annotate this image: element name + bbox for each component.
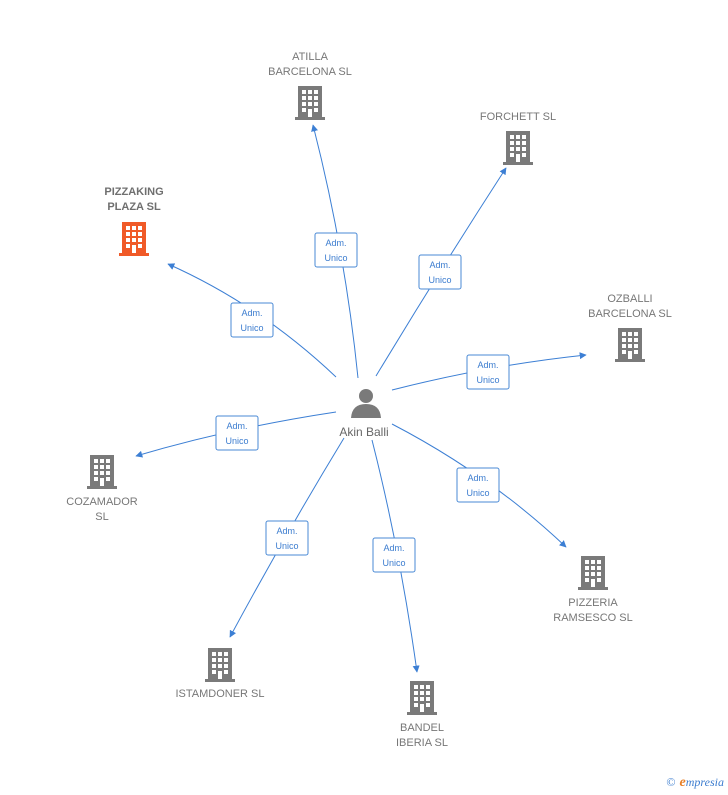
relation-text: Unico [275, 541, 298, 551]
footer-brand[interactable]: ©empresia [666, 775, 724, 791]
building-icon[interactable] [503, 131, 533, 165]
relation-text: Adm. [325, 238, 346, 248]
building-icon[interactable] [407, 681, 437, 715]
company-label-istamdoner[interactable]: ISTAMDONER SL [175, 688, 264, 700]
relation-text: Adm. [477, 360, 498, 370]
relation-text: Unico [466, 488, 489, 498]
relation-label-istamdoner[interactable]: Adm. Unico [265, 520, 309, 556]
relation-label-pizzeria[interactable]: Adm. Unico [456, 467, 500, 503]
building-icon[interactable] [615, 328, 645, 362]
building-icon[interactable] [119, 222, 149, 256]
person-icon[interactable] [351, 389, 381, 418]
relation-label-cozamador[interactable]: Adm. Unico [215, 415, 259, 451]
relation-text: Adm. [467, 473, 488, 483]
brand-initial: e [679, 775, 686, 790]
brand-name: mpresia [685, 775, 724, 789]
relation-text: Unico [382, 558, 405, 568]
relation-text: Unico [225, 436, 248, 446]
relation-label-ozballi[interactable]: Adm. Unico [466, 354, 510, 390]
relation-text: Adm. [226, 421, 247, 431]
copyright-icon: © [666, 775, 676, 789]
relation-label-bandel[interactable]: Adm. Unico [372, 537, 416, 573]
relation-label-atilla[interactable]: Adm. Unico [314, 232, 358, 268]
company-label-forchett[interactable]: FORCHETT SL [480, 111, 556, 123]
person-name[interactable]: Akin Balli [339, 425, 388, 439]
relation-text: Unico [428, 275, 451, 285]
relation-text: Unico [476, 375, 499, 385]
relations-layer: Adm.UnicoAdm.UnicoAdm.UnicoAdm.UnicoAdm.… [215, 232, 510, 573]
building-icon[interactable] [578, 556, 608, 590]
relation-text: Unico [240, 323, 263, 333]
relation-text: Adm. [383, 543, 404, 553]
relation-text: Adm. [276, 526, 297, 536]
building-icon[interactable] [87, 455, 117, 489]
relation-text: Adm. [241, 308, 262, 318]
relation-label-forchett[interactable]: Adm. Unico [418, 254, 462, 290]
relation-text: Adm. [429, 260, 450, 270]
building-icon[interactable] [205, 648, 235, 682]
building-icon[interactable] [295, 86, 325, 120]
relation-label-pizzaking[interactable]: Adm. Unico [230, 302, 274, 338]
relation-text: Unico [324, 253, 347, 263]
